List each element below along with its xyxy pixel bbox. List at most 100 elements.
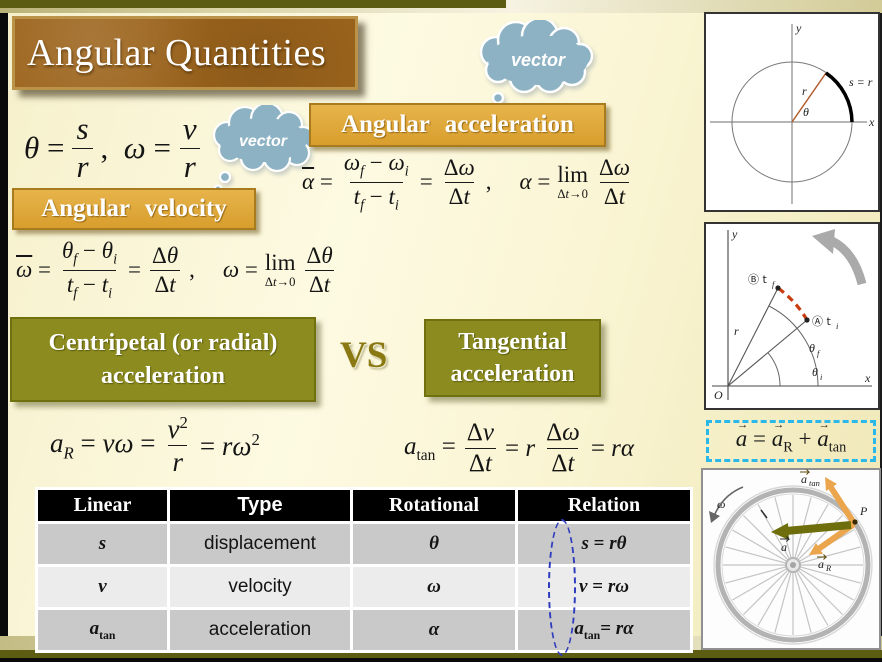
cell-type: acceleration: [170, 610, 350, 650]
vs-label: VS: [340, 335, 388, 376]
table-header-row: Linear Type Rotational Relation: [38, 490, 690, 521]
left-frame-strip: [0, 0, 8, 662]
table-row: atan acceleration α atan= rα: [38, 610, 690, 650]
a-r-subscript: R: [825, 563, 832, 573]
fraction-denominator: Δt: [304, 269, 335, 298]
a-r-arrowhead: [809, 543, 823, 555]
point-a-subscript: i: [836, 321, 839, 331]
limit-subscript: Δt→0: [557, 187, 588, 202]
fraction-denominator: Δt: [150, 269, 180, 298]
point-p-dot: [852, 519, 858, 525]
box-text-line: acceleration: [450, 361, 575, 387]
label-text: Angular acceleration: [341, 111, 574, 138]
table-row: s displacement θ s = rθ: [38, 524, 690, 564]
right-frame-strip: [880, 0, 882, 662]
cell-linear: atan: [38, 610, 167, 650]
table-row: v velocity ω v = rω: [38, 567, 690, 607]
cell-rotational: ω: [353, 567, 515, 607]
angular-velocity-label: Angular velocity: [12, 188, 256, 230]
formula-part: = rω2: [199, 429, 260, 461]
formula-part: aR = vω =: [50, 428, 156, 463]
cloud-tail-dot: [491, 91, 505, 105]
formula-part: , ω =: [100, 130, 171, 166]
fraction-numerator: Δv: [466, 419, 494, 446]
formula-part: =: [128, 257, 142, 283]
cell-type: velocity: [170, 567, 350, 607]
radius-label: r: [734, 324, 739, 338]
angular-acceleration-label: Angular acceleration: [309, 103, 606, 147]
formula-part: ,: [485, 169, 492, 195]
theta-f-subscript: f: [817, 348, 821, 358]
fraction-numerator: θf − θi: [61, 238, 118, 268]
wheel-rim-outline: [713, 485, 873, 645]
fraction-denominator: r: [168, 445, 187, 477]
wheel-hub-center: [790, 562, 796, 568]
rotation-arrow: [829, 236, 867, 286]
fraction-numerator: v2: [167, 413, 188, 444]
point-a-dot: [804, 317, 810, 323]
radius-line: [791, 72, 827, 123]
cloud-label: vector: [239, 133, 288, 150]
limit-operator: lim: [264, 250, 296, 276]
radius-line-b: [727, 287, 779, 387]
bottom-frame-strip: [0, 658, 882, 662]
wheel-diagram: P a tan a R a ω: [701, 468, 881, 650]
fraction-denominator: Δt: [599, 181, 630, 210]
box-text-line: acceleration: [101, 362, 225, 389]
wheel-rim-inner: [721, 493, 865, 637]
arc-s: [824, 71, 854, 123]
a-tan-arrow: [827, 484, 857, 525]
column-header: Rotational: [353, 490, 515, 521]
y-axis-label: y: [795, 21, 802, 35]
theta-i-arc: [767, 352, 781, 387]
formula-part: =: [419, 169, 433, 195]
formula-part: α =: [302, 169, 333, 195]
point-p-label: P: [859, 504, 868, 518]
fraction-numerator: Δω: [599, 154, 631, 180]
fraction-denominator: r: [179, 147, 200, 185]
omega-arrowhead: [709, 511, 720, 523]
theta-i-subscript: i: [820, 372, 823, 382]
formula-part: ,: [189, 257, 195, 283]
a-tan-label: a: [801, 472, 807, 486]
cell-relation: s = rθ: [518, 524, 690, 564]
fraction-numerator: Δω: [443, 154, 475, 180]
title-box: Angular Quantities: [12, 16, 358, 90]
page-title: Angular Quantities: [27, 32, 327, 74]
a-tan-vector-arrow: [800, 469, 811, 475]
vector-callout-cloud: vector: [212, 105, 316, 194]
formula-part: atan =: [404, 432, 456, 464]
x-axis-label: x: [868, 115, 875, 129]
wheel-rim: [715, 487, 871, 643]
a-r-vector-arrow: [817, 554, 828, 560]
cell-rotational: θ: [353, 524, 515, 564]
point-a-label: Ⓐ t: [812, 315, 831, 328]
fraction-numerator: Δθ: [306, 242, 333, 268]
cell-relation: v = rω: [518, 567, 690, 607]
unit-circle-diagram: y x r θ s = r: [704, 12, 880, 212]
formula-part: α =: [519, 169, 551, 195]
limit-operator: lim: [557, 162, 588, 188]
equation-text: a = aR + atan: [736, 419, 846, 457]
radius-label: r: [802, 84, 807, 98]
fraction-numerator: Δω: [546, 419, 580, 446]
bottom-olive-bar: [0, 650, 882, 659]
fraction-denominator: tf − ti: [349, 181, 403, 215]
point-b-subscript: f: [772, 279, 776, 289]
point-b-dot: [775, 285, 781, 291]
a-r-label: a: [818, 557, 824, 571]
column-header: Linear: [38, 490, 167, 521]
rotation-arrowhead: [812, 229, 835, 254]
omega-label: ω: [717, 497, 725, 511]
box-text-line: Tangential: [458, 328, 567, 355]
formula-part: ω =: [222, 257, 258, 283]
centripetal-acceleration-box: Centripetal (or radial) acceleration: [10, 317, 316, 402]
fraction-numerator: Δθ: [152, 242, 179, 268]
cloud-label: vector: [511, 50, 566, 70]
total-acceleration-equation: a = aR + atan: [706, 419, 876, 462]
a-arrowhead: [771, 523, 789, 540]
